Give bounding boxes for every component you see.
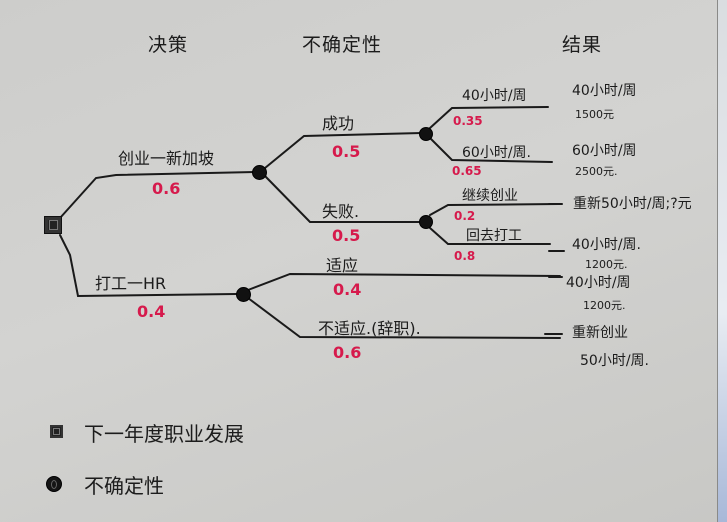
outcome-adapt-line1: 40小时/周 bbox=[566, 275, 631, 291]
sub-label-back-to-work: 回去打工 bbox=[466, 228, 522, 244]
decision-square-icon bbox=[50, 425, 63, 438]
branch-label-work-hr: 打工一HR bbox=[95, 274, 167, 293]
uncertainty-circle-icon bbox=[46, 476, 62, 492]
outcome-not-adapt-line1: 重新创业 bbox=[572, 325, 628, 341]
sub-label-40h: 40小时/周 bbox=[462, 88, 527, 104]
probability-60h: 0.65 bbox=[452, 164, 482, 178]
probability-work-hr: 0.4 bbox=[137, 302, 166, 321]
legend-label-uncertainty: 不确定性 bbox=[84, 474, 164, 498]
branch-label-startup-singapore: 创业一新加坡 bbox=[118, 149, 215, 168]
probability-startup: 0.6 bbox=[152, 179, 181, 198]
header-decision: 决策 bbox=[148, 34, 189, 56]
outcome-60h-line1: 60小时/周 bbox=[572, 143, 637, 159]
probability-back-to-work: 0.8 bbox=[454, 249, 476, 263]
page-edge bbox=[717, 0, 727, 522]
header-uncertainty: 不确定性 bbox=[302, 34, 383, 56]
probability-not-adapt: 0.6 bbox=[333, 343, 362, 362]
probability-failure: 0.5 bbox=[332, 226, 361, 245]
legend-label-decision: 下一年度职业发展 bbox=[84, 422, 244, 446]
sub-label-60h: 60小时/周. bbox=[462, 145, 531, 161]
outcome-60h-line2: 2500元. bbox=[575, 165, 618, 178]
probability-continue-startup: 0.2 bbox=[454, 209, 476, 223]
uncertainty-circle-icon bbox=[252, 165, 267, 180]
uncertainty-circle-icon bbox=[236, 287, 251, 302]
header-outcome: 结果 bbox=[562, 34, 603, 56]
uncertainty-label-not-adapt: 不适应.(辞职). bbox=[318, 319, 421, 338]
uncertainty-label-failure: 失败. bbox=[322, 202, 360, 221]
outcome-back-to-work-line2: 1200元. bbox=[585, 258, 628, 271]
probability-adapt: 0.4 bbox=[333, 280, 362, 299]
outcome-40h-line1: 40小时/周 bbox=[572, 83, 637, 99]
outcome-continue-startup: 重新50小时/周;?元 bbox=[573, 196, 692, 212]
outcome-not-adapt-line2: 50小时/周. bbox=[580, 353, 649, 369]
probability-success: 0.5 bbox=[332, 142, 361, 161]
outcome-40h-line2: 1500元 bbox=[575, 108, 614, 121]
uncertainty-circle-icon bbox=[419, 215, 433, 229]
probability-40h: 0.35 bbox=[453, 114, 483, 128]
sub-label-continue-startup: 继续创业 bbox=[462, 188, 518, 204]
uncertainty-label-adapt: 适应 bbox=[326, 256, 359, 275]
decision-square-icon bbox=[44, 216, 62, 234]
uncertainty-circle-icon bbox=[419, 127, 433, 141]
outcome-adapt-line2: 1200元. bbox=[583, 299, 626, 312]
uncertainty-label-success: 成功 bbox=[322, 114, 355, 133]
outcome-back-to-work-line1: 40小时/周. bbox=[572, 237, 641, 253]
